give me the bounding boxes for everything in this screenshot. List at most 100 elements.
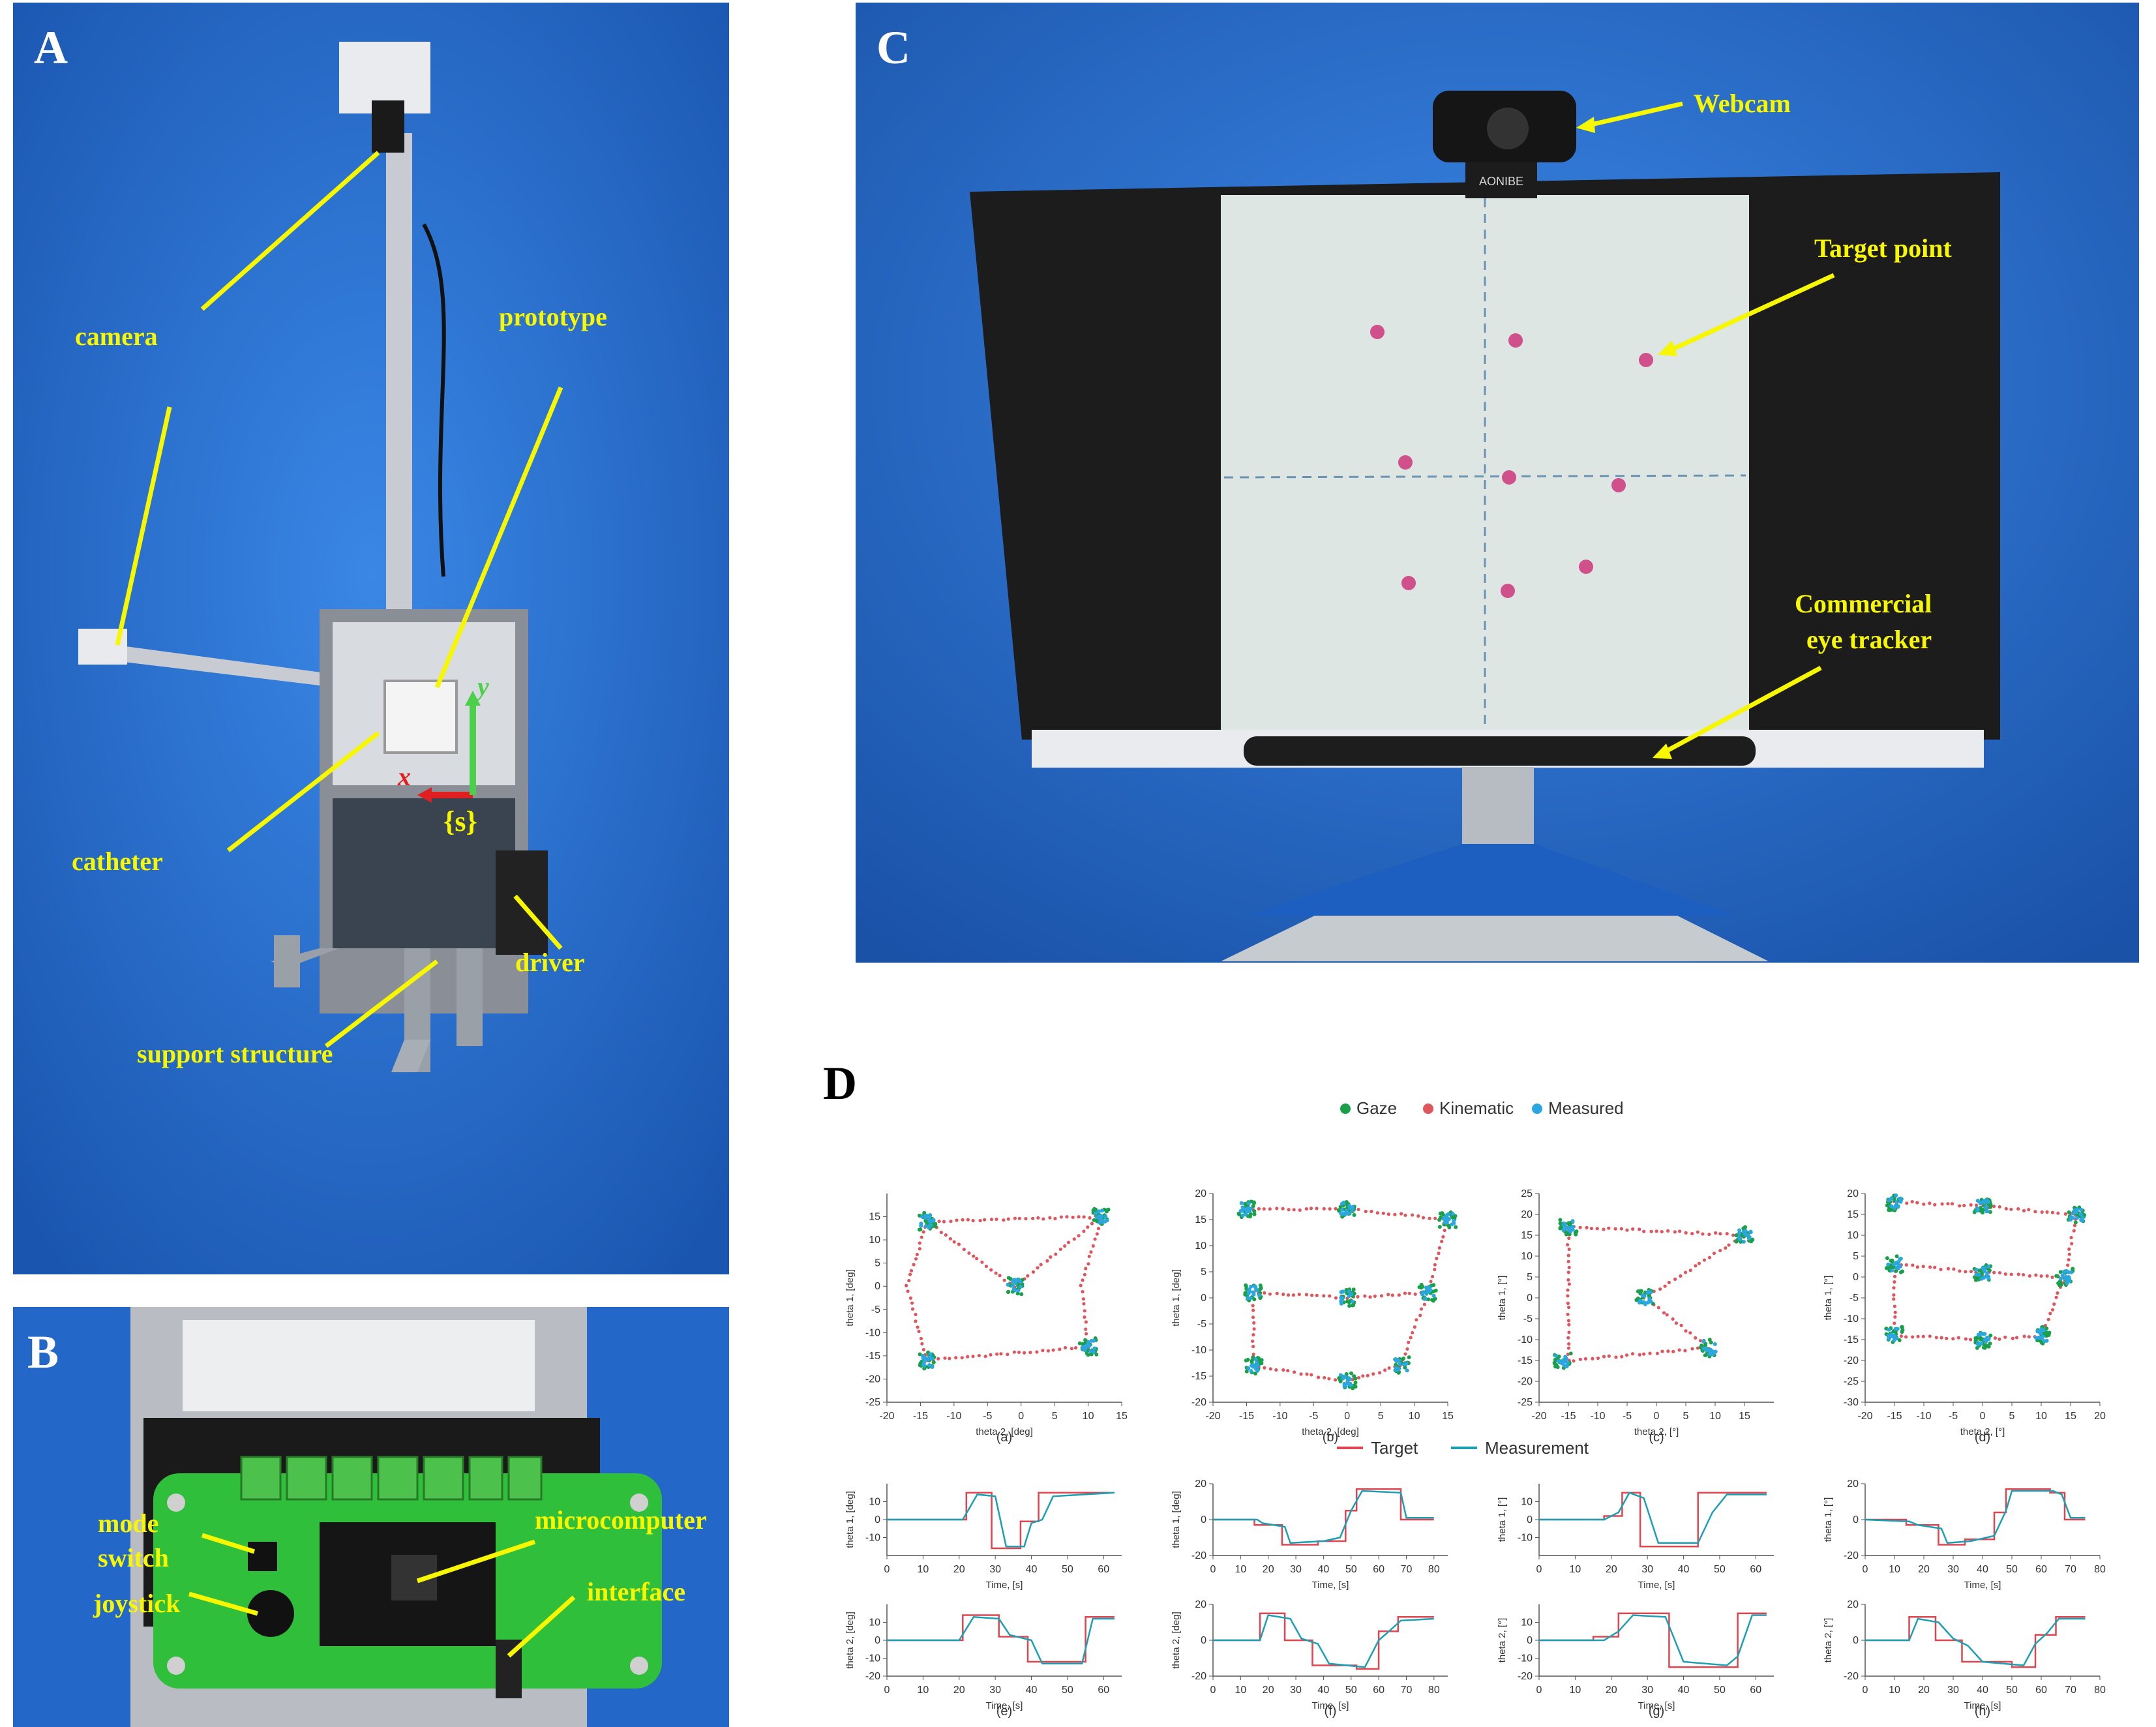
- kinematic-point: [2022, 1272, 2026, 1277]
- gaze-point: [1244, 1358, 1248, 1362]
- gaze-point: [1750, 1237, 1755, 1242]
- gaze-point: [1734, 1239, 1739, 1244]
- y-tick-label: 10: [1195, 1240, 1206, 1252]
- kinematic-point: [1602, 1355, 1606, 1359]
- kinematic-point: [2073, 1224, 2077, 1227]
- measured-point: [1246, 1296, 1250, 1300]
- chart-sublabel: (f): [1325, 1704, 1337, 1719]
- target-series-line: [1213, 1488, 1434, 1546]
- x-tick-label: 30: [1947, 1685, 1959, 1696]
- kinematic-point: [1252, 1321, 1256, 1325]
- gaze-point: [1978, 1337, 1983, 1342]
- kinematic-point: [937, 1220, 941, 1224]
- x-tick-label: 0: [1536, 1564, 1542, 1575]
- kinematic-point: [2003, 1335, 2007, 1339]
- x-tick-label: 40: [1977, 1564, 1988, 1575]
- y-tick-label: -15: [1518, 1355, 1533, 1366]
- kinematic-point: [1002, 1278, 1006, 1282]
- measured-point: [931, 1218, 935, 1223]
- gaze-point: [1353, 1385, 1358, 1389]
- prototype-pointer: [434, 386, 563, 689]
- gaze-point: [1988, 1210, 1992, 1214]
- measured-point: [1983, 1205, 1988, 1210]
- kinematic-point: [2052, 1302, 2056, 1306]
- kinematic-point: [1892, 1297, 1896, 1301]
- kinematic-point: [2067, 1258, 2071, 1262]
- measured-point: [1886, 1262, 1891, 1267]
- kinematic-point: [1707, 1255, 1712, 1259]
- measured-point: [1889, 1196, 1894, 1201]
- kinematic-point: [910, 1301, 914, 1305]
- x-tick-label: -10: [1590, 1411, 1605, 1422]
- kinematic-point: [1281, 1368, 1285, 1372]
- gaze-point: [2056, 1274, 2060, 1278]
- kinematic-point: [961, 1218, 965, 1222]
- kinematic-point: [1356, 1375, 1361, 1380]
- kinematic-point: [1934, 1336, 1938, 1340]
- measured-point: [1017, 1278, 1021, 1282]
- kinematic-point: [2045, 1274, 2049, 1278]
- measured-point: [2069, 1270, 2073, 1274]
- target-series-line: [887, 1614, 1115, 1663]
- kinematic-point: [1377, 1371, 1382, 1375]
- measured-point: [1708, 1347, 1713, 1352]
- x-tick-label: 20: [1918, 1685, 1930, 1696]
- measured-point: [1013, 1278, 1018, 1282]
- x-tick-label: 20: [1606, 1685, 1617, 1696]
- kinematic-point: [1006, 1353, 1010, 1357]
- kinematic-point: [1058, 1247, 1062, 1252]
- y-axis-label: theta 1, [°]: [1497, 1276, 1508, 1321]
- x-tick-label: -10: [946, 1411, 961, 1422]
- kinematic-point: [1409, 1336, 1413, 1340]
- kinematic-point: [1964, 1337, 1968, 1341]
- measured-point: [1892, 1205, 1896, 1210]
- kinematic-point: [1275, 1291, 1279, 1295]
- gaze-point: [1237, 1212, 1242, 1217]
- kinematic-point: [1410, 1213, 1415, 1217]
- x-tick-label: 30: [989, 1564, 1001, 1575]
- x-tick-label: 50: [1345, 1564, 1357, 1575]
- x-tick-label: 20: [2094, 1411, 2106, 1422]
- kinematic-point: [957, 1242, 961, 1246]
- kinematic-point: [921, 1230, 925, 1234]
- measured-point: [1890, 1268, 1894, 1272]
- gaze-point: [1884, 1266, 1889, 1270]
- chart-sublabel: (h): [1975, 1704, 1990, 1719]
- kinematic-point: [2040, 1210, 2044, 1214]
- gaze-point: [1988, 1205, 1993, 1209]
- y-tick-label: -20: [1844, 1550, 1859, 1561]
- kinematic-point: [1090, 1222, 1094, 1225]
- y-tick-label: 0: [1853, 1514, 1859, 1525]
- x-tick-label: 20: [1263, 1564, 1274, 1575]
- y-tick-label: -5: [1197, 1319, 1206, 1330]
- x-tick-label: 60: [1373, 1564, 1385, 1575]
- kinematic-point: [1082, 1215, 1086, 1219]
- x-axis-label: Time, [s]: [1964, 1700, 2001, 1711]
- measured-point: [1976, 1332, 1981, 1337]
- measured-point: [2060, 1273, 2065, 1278]
- gaze-point: [1006, 1276, 1011, 1280]
- y-tick-label: 0: [1527, 1635, 1533, 1646]
- measured-point: [1340, 1201, 1344, 1206]
- x-tick-label: 20: [953, 1564, 965, 1575]
- x-tick-label: -20: [1857, 1411, 1872, 1422]
- microcomputer-pointer: [416, 1539, 536, 1584]
- kinematic-point: [1083, 1315, 1086, 1319]
- kinematic-point: [1415, 1318, 1418, 1322]
- gaze-point: [1988, 1341, 1992, 1345]
- kinematic-point: [1688, 1331, 1692, 1335]
- kinematic-point: [2069, 1236, 2073, 1240]
- y-tick-label: -25: [1518, 1397, 1533, 1408]
- y-tick-label: -20: [865, 1671, 880, 1682]
- measured-point: [1340, 1207, 1345, 1212]
- measured-point: [1562, 1363, 1566, 1368]
- kinematic-point: [1251, 1333, 1255, 1337]
- kinematic-point: [1566, 1254, 1570, 1257]
- gaze-point: [1353, 1376, 1358, 1381]
- measured-point: [1345, 1381, 1350, 1386]
- kinematic-point: [994, 1271, 998, 1275]
- kinematic-point: [2054, 1295, 2058, 1299]
- measured-point: [1257, 1293, 1261, 1297]
